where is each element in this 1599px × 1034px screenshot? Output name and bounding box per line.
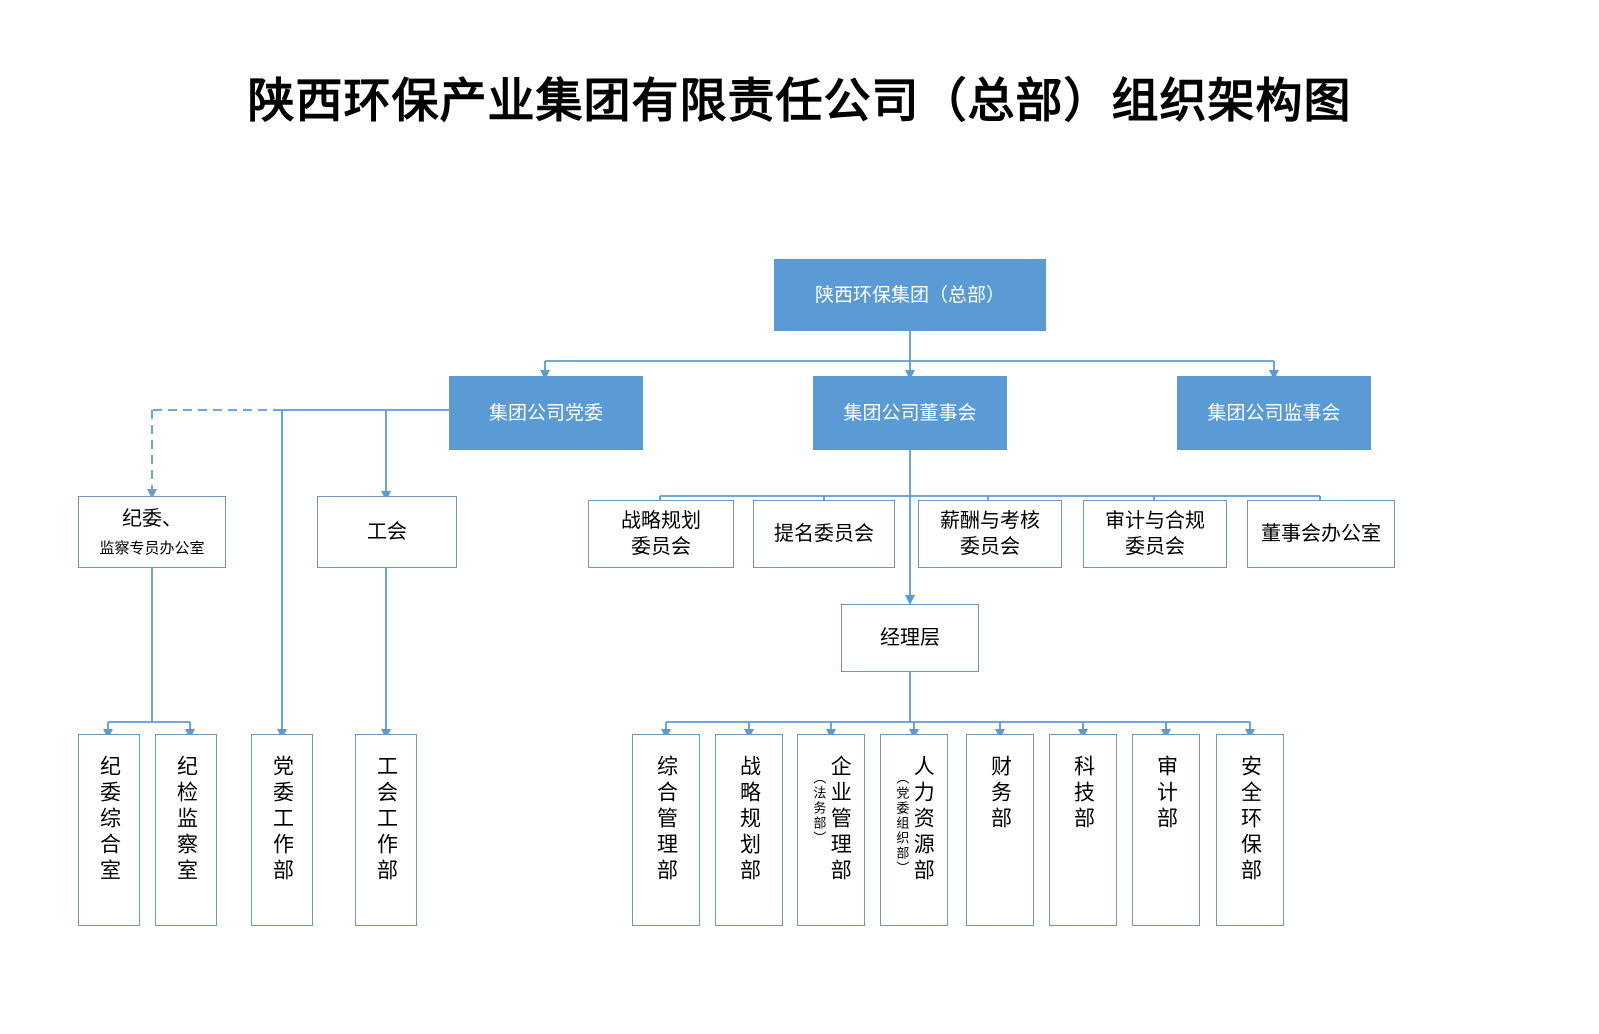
node-general-management-dept-label: 综合管理部 [654, 755, 679, 885]
page-title: 陕西环保产业集团有限责任公司（总部）组织架构图 [247, 74, 1352, 129]
node-compensation-committee[interactable]: 薪酬与考核 委员会 [918, 500, 1062, 568]
node-strategic-planning-dept[interactable]: 战略规划部 [715, 734, 783, 926]
node-audit-dept-label: 审计部 [1154, 755, 1179, 833]
node-discipline-general-office-label: 纪委综合室 [97, 755, 122, 885]
node-discipline-office-line1: 纪委、 [122, 506, 182, 531]
node-party-work-dept-label: 党委工作部 [270, 755, 295, 885]
node-board-office[interactable]: 董事会办公室 [1247, 500, 1395, 568]
node-strategy-committee[interactable]: 战略规划 委员会 [588, 500, 734, 568]
node-management-layer-label: 经理层 [880, 625, 940, 650]
node-discipline-inspection-office-label: 纪检监察室 [174, 755, 199, 885]
node-party-committee-label: 集团公司党委 [488, 401, 603, 424]
node-human-resources-dept[interactable]: 人力资源部 （党委组织部） [880, 734, 948, 926]
node-management-layer[interactable]: 经理层 [841, 604, 979, 672]
node-nomination-committee-label: 提名委员会 [774, 521, 874, 546]
vtext-wrap: 纪委综合室 [96, 755, 123, 925]
vtext-wrap: 审计部 [1153, 755, 1180, 925]
node-general-management-dept[interactable]: 综合管理部 [632, 734, 700, 926]
node-union-work-dept[interactable]: 工会工作部 [355, 734, 417, 926]
node-discipline-inspection-office[interactable]: 纪检监察室 [155, 734, 217, 926]
node-labor-union[interactable]: 工会 [317, 496, 457, 568]
node-enterprise-management-dept-label: 企业管理部 [828, 755, 853, 885]
node-technology-dept[interactable]: 科技部 [1049, 734, 1117, 926]
vtext-wrap: 工会工作部 [373, 755, 400, 925]
node-discipline-general-office[interactable]: 纪委综合室 [78, 734, 140, 926]
vtext-wrap: 战略规划部 [736, 755, 763, 925]
vtext-wrap: 综合管理部 [653, 755, 680, 925]
node-strategy-committee-label: 战略规划 委员会 [621, 508, 701, 558]
node-audit-compliance-committee-label: 审计与合规 委员会 [1105, 508, 1205, 558]
vtext-wrap: 财务部 [987, 755, 1014, 925]
node-board-office-label: 董事会办公室 [1261, 521, 1381, 546]
node-union-work-dept-label: 工会工作部 [374, 755, 399, 885]
node-nomination-committee[interactable]: 提名委员会 [753, 500, 895, 568]
vtext-wrap: 党委工作部 [269, 755, 296, 925]
node-party-work-dept[interactable]: 党委工作部 [251, 734, 313, 926]
node-human-resources-dept-label: 人力资源部 [911, 755, 936, 885]
node-safety-environment-dept-label: 安全环保部 [1238, 755, 1263, 885]
node-board-of-supervisors-label: 集团公司监事会 [1207, 401, 1341, 424]
node-audit-dept[interactable]: 审计部 [1132, 734, 1200, 926]
node-finance-dept-label: 财务部 [988, 755, 1013, 833]
node-safety-environment-dept[interactable]: 安全环保部 [1216, 734, 1284, 926]
node-enterprise-management-dept-sub: （法务部） [810, 771, 826, 846]
vtext-wrap: 人力资源部 （党委组织部） [892, 755, 937, 925]
node-board-of-directors[interactable]: 集团公司董事会 [813, 376, 1007, 450]
vtext-wrap: 纪检监察室 [173, 755, 200, 925]
node-root[interactable]: 陕西环保集团（总部） [774, 259, 1046, 331]
node-compensation-committee-label: 薪酬与考核 委员会 [940, 508, 1040, 558]
node-labor-union-label: 工会 [367, 519, 407, 544]
node-board-of-supervisors[interactable]: 集团公司监事会 [1177, 376, 1371, 450]
node-board-of-directors-label: 集团公司董事会 [843, 401, 977, 424]
vtext-wrap: 科技部 [1070, 755, 1097, 925]
node-root-label: 陕西环保集团（总部） [814, 283, 1005, 306]
vtext-wrap: 企业管理部 （法务部） [809, 755, 854, 925]
vtext-wrap: 安全环保部 [1237, 755, 1264, 925]
node-strategic-planning-dept-label: 战略规划部 [737, 755, 762, 885]
node-discipline-office[interactable]: 纪委、 监察专员办公室 [78, 496, 226, 568]
node-human-resources-dept-sub: （党委组织部） [893, 771, 909, 876]
node-party-committee[interactable]: 集团公司党委 [449, 376, 643, 450]
node-technology-dept-label: 科技部 [1071, 755, 1096, 833]
node-discipline-office-line2: 监察专员办公室 [99, 538, 205, 557]
node-audit-compliance-committee[interactable]: 审计与合规 委员会 [1083, 500, 1227, 568]
node-enterprise-management-dept[interactable]: 企业管理部 （法务部） [797, 734, 865, 926]
node-finance-dept[interactable]: 财务部 [966, 734, 1034, 926]
